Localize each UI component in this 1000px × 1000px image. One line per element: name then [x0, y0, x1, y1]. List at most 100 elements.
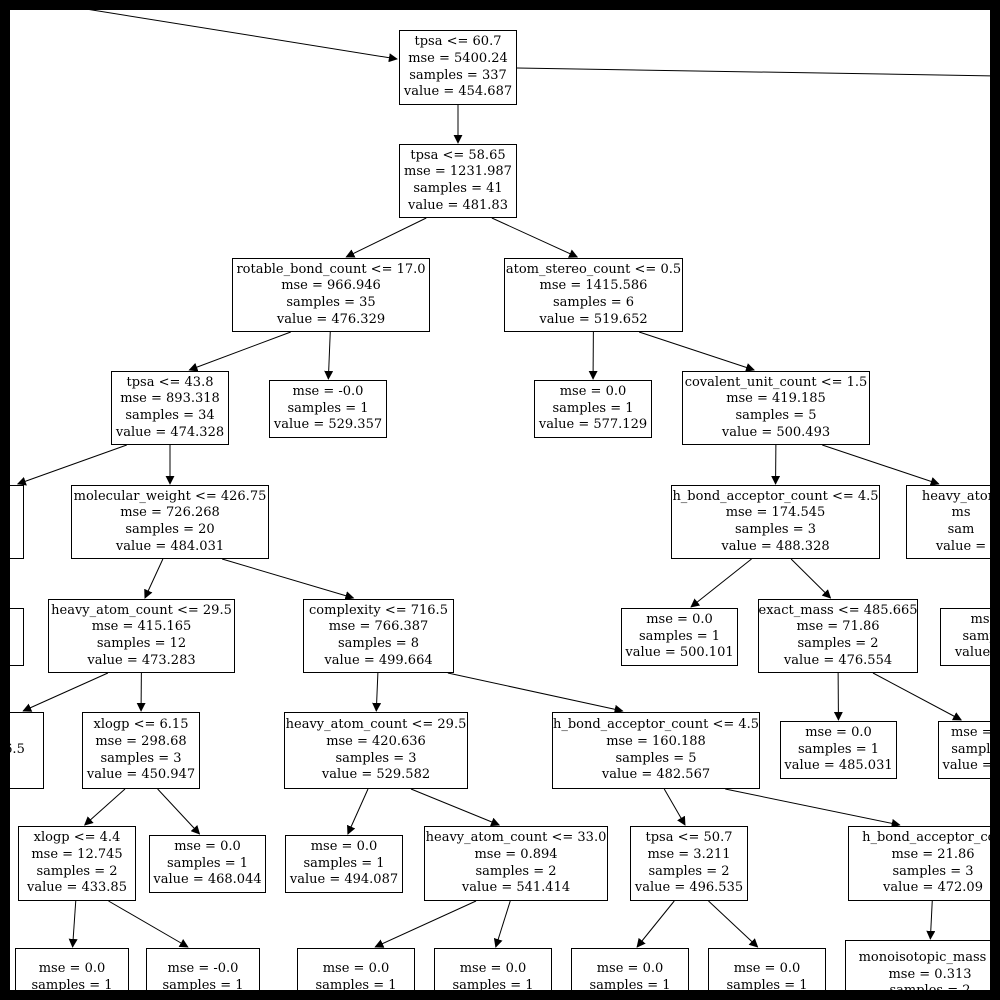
node-text-line: mse = 71.86 [796, 619, 880, 635]
node-text-line: mse = 0.0 [38, 961, 106, 977]
node-text-line: exact_mass <= 485.665 [758, 602, 918, 618]
node-text-line: h_bond_acceptor_count <= 4.5 [552, 717, 760, 733]
edge-n3-n5 [188, 331, 291, 372]
node-text-line: tpsa <= 43.8 [126, 374, 214, 390]
node-text-line: heavy_atom_count <= 29.5 [51, 602, 232, 618]
edge-n5-n9 [16, 444, 127, 486]
node-text-line: samples = 12 [96, 636, 187, 651]
node-text-line: monoisotopic_mass < [858, 950, 990, 966]
tree-node-n9: 7 2 [10, 485, 24, 559]
node-text-line: value = 500.493 [721, 424, 831, 440]
node-text-line: value = 541.414 [461, 880, 571, 896]
node-text-line: heavy_atom [921, 488, 990, 504]
node-text-line: samples = 1 [797, 741, 880, 757]
edge-n2-n3 [345, 217, 427, 258]
node-text-line: value = 519.652 [539, 311, 648, 327]
tree-node-n18: mssampvalue = [940, 608, 990, 666]
node-text-line: mse = 966.946 [281, 278, 381, 294]
node-text-line: mse = 893.318 [120, 391, 220, 407]
node-text-line: value = 529.582 [321, 767, 431, 783]
node-text-line: value = 472.09 [883, 880, 983, 896]
edge-to-right-sibling [516, 67, 990, 77]
edge-n25-n31 [68, 900, 78, 948]
node-text-line: samples = 1 [166, 855, 249, 871]
edge-from-parent [89, 10, 398, 63]
edge-n15-n21 [372, 672, 382, 712]
node-text-line: heavy_atom_count <= 29.5 [285, 717, 467, 733]
edge-n2-n4 [491, 217, 579, 258]
node-text-line: value = 494.087 [289, 872, 399, 888]
node-text-line: mse = 0.0 [322, 961, 390, 977]
node-text-line: samples = 41 [413, 181, 503, 196]
node-text-line: mse = 0.0 [459, 961, 527, 977]
node-text-line: value = [935, 538, 987, 554]
edge-n10-n14 [144, 558, 164, 599]
node-text-line: value = [954, 645, 990, 661]
edge-n15-n22 [447, 672, 624, 714]
edge-n25-n32 [108, 900, 189, 948]
edge-n20-n26 [157, 788, 201, 835]
node-text-line: samples [951, 741, 990, 757]
node-text-line: samples = 3 [892, 863, 974, 879]
node-text-line: samples = 2 [36, 863, 118, 879]
edge-n14-n19 [22, 672, 109, 712]
node-text-line: mse = 174.545 [725, 505, 826, 521]
node-text-line: value = 500.101 [625, 645, 734, 661]
edge-n11-n17 [790, 558, 832, 599]
node-text-line: mse = -0.0 [167, 961, 239, 977]
node-text-line: mse = 726.268 [120, 505, 220, 521]
node-text-line: mse = 3.211 [647, 846, 731, 862]
node-text-line: mse = 0.0 [559, 384, 627, 400]
tree-node-n37: monoisotopic_mass <mse = 0.313samples = … [845, 940, 990, 990]
node-text-line: mse = 298.68 [95, 733, 187, 749]
node-text-line: mse = 0.894 [474, 846, 558, 862]
node-text-line: samples = 1 [726, 978, 808, 990]
node-text-line: samples = 6 [552, 295, 635, 310]
node-text-line: mse = 12.745 [31, 846, 123, 862]
node-text-line: samples = 2 [475, 863, 557, 879]
node-text-line: value = 468.044 [153, 872, 262, 888]
node-text-line: mse = 160.188 [606, 733, 706, 749]
node-text-line: value = 485.031 [784, 758, 893, 774]
edge-n22-n29 [663, 788, 686, 826]
edge-n17-n24 [872, 672, 962, 721]
node-text-line: value = 482.567 [601, 767, 711, 783]
node-text-line: value = 529.357 [273, 417, 383, 433]
edge-n30-n37 [926, 900, 936, 940]
node-text-line: samples = 2 [889, 983, 970, 990]
node-text-line: heavy_atom_count <= 33.0 [425, 830, 607, 846]
edge-n21-n27 [347, 788, 369, 835]
edge-n8-n12 [822, 444, 940, 486]
node-text-line: complexity <= 716.5 [309, 602, 448, 618]
edge-n29-n36 [708, 900, 759, 948]
node-text-line: samples = 1 [303, 855, 385, 871]
node-text-line: rotable_bond_count <= 17.0 [236, 261, 426, 277]
node-text-line: h_bond_acceptor_count <= 4.5 [672, 488, 879, 504]
node-text-line: = 6.5 [10, 742, 25, 758]
node-text-line: mse = -0.0 [292, 384, 364, 400]
node-text-line: samples = 1 [162, 978, 244, 990]
node-text-line: xlogp <= 4.4 [33, 830, 121, 846]
node-text-line: value = 473.283 [87, 652, 196, 668]
node-text-line: samples = 3 [734, 522, 817, 537]
node-text-line: tpsa <= 58.65 [410, 147, 506, 163]
